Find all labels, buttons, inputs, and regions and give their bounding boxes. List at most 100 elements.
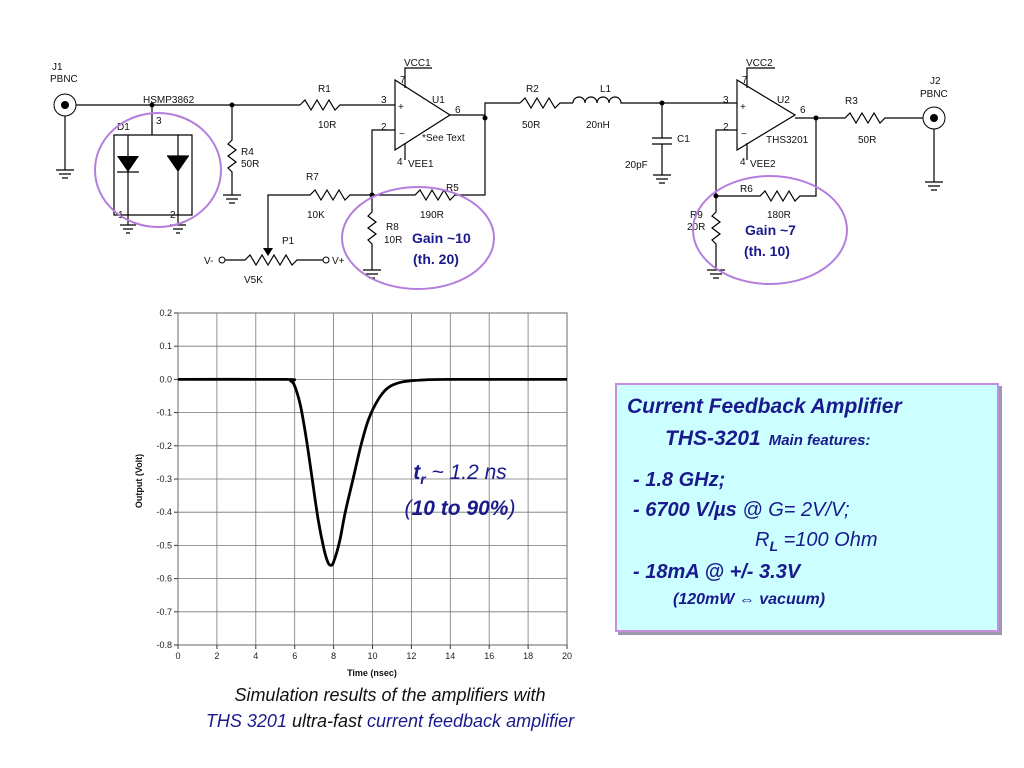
resistor-r2 (519, 96, 573, 110)
j1-connector-pin (61, 101, 69, 109)
chart-x-tick-label: 8 (331, 651, 336, 661)
l1-value: 20nH (586, 120, 610, 131)
vee1-label: VEE1 (408, 159, 434, 170)
diode-part-label: HSMP3862 (143, 95, 195, 106)
figure-caption: Simulation results of the amplifiers wit… (120, 682, 660, 734)
v5k-label: V5K (244, 275, 263, 286)
resistor-r1 (299, 98, 395, 112)
gain1-theory: (th. 20) (413, 251, 459, 267)
gain2-theory: (th. 10) (744, 243, 790, 259)
u2-pin7-label: 7 (742, 75, 748, 86)
chart-y-axis-label: Output (Volt) (134, 454, 144, 508)
gain1-label: Gain ~10 (412, 230, 471, 246)
u2-label: U2 (777, 95, 790, 106)
potentiometer-p1 (225, 253, 323, 267)
resistor-r9 (707, 196, 725, 279)
r4-value: 50R (241, 159, 259, 170)
simulation-chart: 0.20.10.0-0.1-0.2-0.3-0.4-0.5-0.6-0.7-0.… (134, 308, 572, 678)
r9-value: 20R (687, 222, 705, 233)
u2-pin4-label: 4 (740, 157, 746, 168)
features-title: Current Feedback Amplifier (627, 395, 902, 418)
chart-y-tick-label: -0.2 (156, 441, 172, 451)
chart-y-tick-label: 0.1 (159, 341, 172, 351)
chart-x-tick-label: 0 (175, 651, 180, 661)
chart-y-ticks: 0.20.10.0-0.1-0.2-0.3-0.4-0.5-0.6-0.7-0.… (156, 308, 172, 650)
v-minus-terminal (218, 256, 226, 264)
chart-y-tick-label: -0.4 (156, 507, 172, 517)
v-minus-label: V- (204, 256, 213, 267)
u1-output-wire (450, 102, 520, 116)
diode-d1a (117, 156, 139, 172)
j1-type-label: PBNC (50, 74, 78, 85)
capacitor-c1 (652, 103, 672, 184)
r3-value: 50R (858, 135, 876, 146)
op-amp-u2 (736, 78, 797, 152)
u2-pin2-label: 2 (723, 122, 729, 133)
c1-label: C1 (677, 134, 690, 145)
diode-highlight-circle (94, 112, 222, 228)
rise-time-value: tr ~ 1.2 ns (413, 461, 507, 488)
r2-label: R2 (526, 84, 539, 95)
chart-x-tick-label: 20 (562, 651, 572, 661)
r8-label: R8 (386, 222, 399, 233)
inductor-l1 (572, 96, 725, 104)
r7-label: R7 (306, 172, 319, 183)
caption-line-2: THS 3201 ultra-fast current feedback amp… (205, 711, 575, 731)
r6-label: R6 (740, 184, 753, 195)
chart-x-tick-label: 16 (484, 651, 494, 661)
resistor-r3 (795, 111, 923, 125)
d1-pin2-label: 2 (170, 210, 176, 221)
u1-pin7-label: 7 (400, 75, 406, 86)
chart-y-tick-label: -0.7 (156, 607, 172, 617)
resistor-r5 (372, 118, 486, 202)
resistor-r8 (363, 195, 381, 279)
chart-y-tick-label: -0.8 (156, 640, 172, 650)
chart-x-tick-label: 14 (445, 651, 455, 661)
l1-label: L1 (600, 84, 612, 95)
circuit-schematic: J1 PBNC HSMP3862 D1 3 1 2 R4 50R R1 10R … (50, 58, 948, 290)
u1-plus: + (398, 102, 404, 113)
gain2-label: Gain ~7 (745, 222, 796, 238)
resistor-r7 (267, 188, 372, 255)
chart-x-tick-label: 4 (253, 651, 258, 661)
feature-power: (120mW ⇔ vacuum) (673, 591, 826, 608)
u2-pin3-label: 3 (723, 95, 729, 106)
u2-minus: − (741, 129, 747, 140)
j1-ground (56, 116, 74, 179)
r7-value: 10K (307, 210, 325, 221)
chart-x-tick-label: 10 (367, 651, 377, 661)
chart-y-tick-label: -0.3 (156, 474, 172, 484)
r5-value: 190R (420, 210, 444, 221)
j2-ground (925, 129, 943, 191)
chart-y-tick-label: 0.0 (159, 374, 172, 384)
caption-line-1: Simulation results of the amplifiers wit… (234, 685, 546, 705)
chart-x-axis-label: Time (nsec) (347, 668, 397, 678)
vcc2-label: VCC2 (746, 58, 773, 69)
v-plus-label: V+ (332, 256, 345, 267)
feature-bandwidth: - 1.8 GHz; (633, 469, 726, 491)
r2-value: 50R (522, 120, 540, 131)
u2-plus: + (740, 102, 746, 113)
diode-pack-body (113, 105, 193, 216)
u1-note: *See Text (422, 133, 465, 144)
chart-x-tick-label: 18 (523, 651, 533, 661)
u1-pin3-label: 3 (381, 95, 387, 106)
feature-slew-rate: - 6700 V/µs @ G= 2V/V; (633, 499, 850, 521)
feature-current: - 18mA @ +/- 3.3V (633, 561, 801, 583)
v-plus-terminal (322, 256, 330, 264)
r1-label: R1 (318, 84, 331, 95)
rise-time-range: (10 to 90%) (404, 497, 516, 521)
r3-label: R3 (845, 96, 858, 107)
chart-grid (174, 312, 568, 649)
chart-x-tick-label: 2 (214, 651, 219, 661)
vee2-label: VEE2 (750, 159, 776, 170)
chart-y-tick-label: -0.1 (156, 408, 172, 418)
u1-inverting-wire (371, 129, 395, 195)
u1-pin4-label: 4 (397, 157, 403, 168)
d1-label: D1 (117, 122, 130, 133)
chart-series-line (177, 377, 568, 567)
chart-y-tick-label: -0.5 (156, 540, 172, 550)
